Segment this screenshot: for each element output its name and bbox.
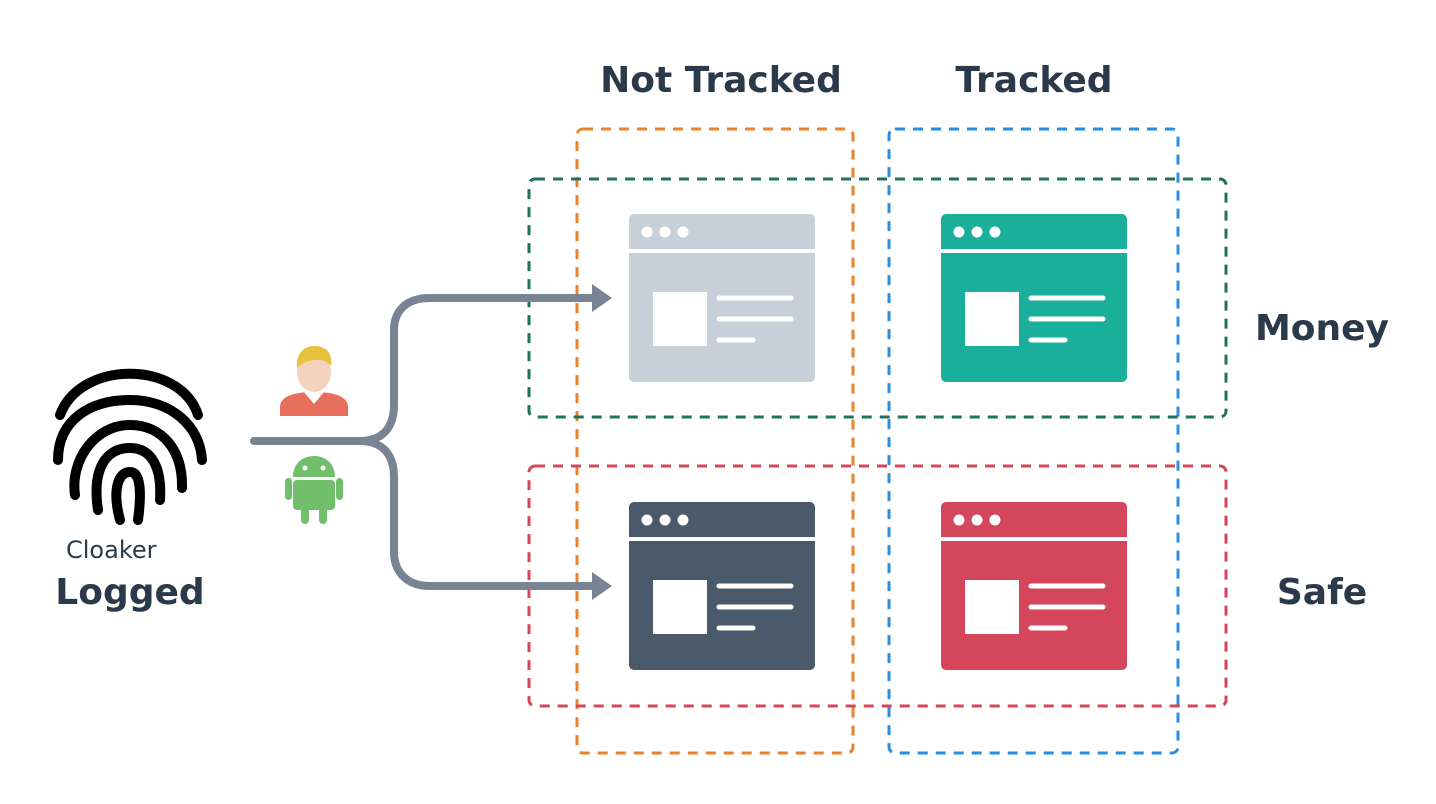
image-placeholder-icon	[965, 292, 1019, 346]
money-not-tracked-window	[629, 214, 815, 382]
window-dot-icon	[641, 514, 653, 526]
money-tracked-window	[941, 214, 1127, 382]
image-placeholder-icon	[965, 580, 1019, 634]
user-icon	[280, 346, 348, 416]
window-dot-icon	[971, 514, 983, 526]
browser-windows	[629, 214, 1127, 670]
safe-not-tracked-window	[629, 502, 815, 670]
not-tracked-column-box	[575, 127, 855, 755]
source-small-label: Cloaker	[66, 536, 157, 564]
safe-tracked-window	[941, 502, 1127, 670]
android-icon	[285, 456, 343, 524]
row-label-safe: Safe	[1277, 572, 1367, 613]
image-placeholder-icon	[653, 580, 707, 634]
window-dot-icon	[641, 226, 653, 238]
window-dot-icon	[953, 226, 965, 238]
window-dot-icon	[659, 514, 671, 526]
image-placeholder-icon	[653, 292, 707, 346]
window-dot-icon	[953, 514, 965, 526]
safe-row-box	[527, 464, 1228, 708]
row-label-money: Money	[1255, 308, 1389, 349]
window-dot-icon	[677, 226, 689, 238]
column-header-not-tracked: Not Tracked	[600, 60, 842, 101]
window-dot-icon	[971, 226, 983, 238]
branch-arrows	[250, 284, 612, 600]
window-dot-icon	[659, 226, 671, 238]
window-dot-icon	[677, 514, 689, 526]
fingerprint-icon	[53, 368, 207, 525]
window-dot-icon	[989, 514, 1001, 526]
column-header-tracked: Tracked	[955, 60, 1112, 101]
tracked-column-box	[887, 127, 1180, 755]
window-dot-icon	[989, 226, 1001, 238]
source-big-label: Logged	[55, 572, 204, 613]
